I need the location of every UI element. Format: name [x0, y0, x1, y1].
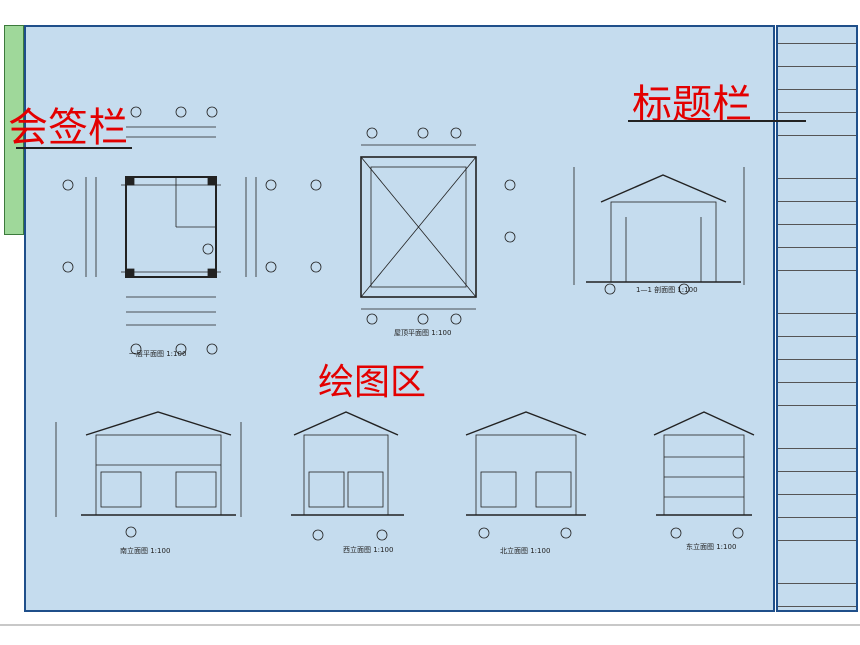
page-divider	[0, 624, 860, 626]
title-block-row	[778, 406, 856, 449]
title-block-row	[778, 472, 856, 495]
plan-caption: 一层平面图 1:100	[129, 350, 186, 358]
drawing-canvas: 一层平面图 1:100 屋顶平面图 1:100	[55, 106, 755, 555]
west-caption: 西立面图 1:100	[343, 545, 393, 554]
sign-column	[4, 25, 24, 235]
title-block-row	[778, 136, 856, 179]
title-block-row	[778, 248, 856, 271]
sign-area-leader-line	[16, 147, 132, 149]
title-block-row	[778, 90, 856, 113]
drawing-area-annotation: 绘图区	[318, 362, 427, 403]
title-block-row	[778, 314, 856, 337]
section-caption: 1—1 剖面图 1:100	[636, 285, 698, 294]
west-elevation: 西立面图 1:100	[291, 411, 404, 554]
roof-plan: 屋顶平面图 1:100	[310, 127, 516, 337]
north-elevation: 北立面图 1:100	[465, 411, 587, 555]
south-caption: 南立面图 1:100	[120, 546, 170, 555]
title-block-row	[778, 337, 856, 360]
title-block-row	[778, 584, 856, 607]
title-block-row	[778, 360, 856, 383]
title-block-row	[778, 113, 856, 136]
title-block-row	[778, 225, 856, 248]
title-block-row	[778, 518, 856, 541]
title-block	[776, 25, 858, 612]
south-elevation: 南立面图 1:100	[55, 411, 242, 555]
floor-plan: 一层平面图 1:100	[62, 106, 277, 358]
title-block-row	[778, 271, 856, 314]
title-block-row	[778, 383, 856, 406]
title-block-row	[778, 67, 856, 90]
east-caption: 东立面图 1:100	[686, 542, 736, 551]
east-elevation: 东立面图 1:100	[653, 411, 755, 551]
north-caption: 北立面图 1:100	[500, 546, 550, 555]
title-block-leader-line	[628, 120, 806, 122]
title-block-row	[778, 179, 856, 202]
section: 1—1 剖面图 1:100	[573, 167, 745, 295]
title-block-row	[778, 449, 856, 472]
roof-caption: 屋顶平面图 1:100	[394, 329, 451, 337]
drawing-area: 一层平面图 1:100 屋顶平面图 1:100	[24, 25, 775, 612]
title-block-row	[778, 44, 856, 67]
title-block-row	[778, 27, 856, 44]
title-block-row	[778, 202, 856, 225]
title-block-row	[778, 541, 856, 584]
title-block-row	[778, 495, 856, 518]
sign-area-annotation: 会签栏	[8, 105, 128, 151]
